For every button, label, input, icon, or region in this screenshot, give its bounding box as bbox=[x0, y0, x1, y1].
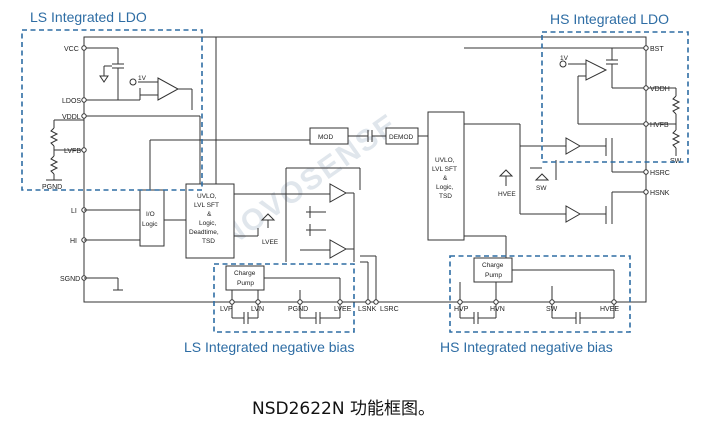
io-logic-block bbox=[139, 189, 165, 247]
ls-driver-circuit bbox=[234, 167, 377, 300]
pin-lsrc: LSRC bbox=[380, 306, 399, 313]
uvlo-right-label-5: TSD bbox=[439, 193, 452, 200]
uvlo-right-label-3: & bbox=[443, 175, 448, 182]
ls-ldo-title: LS Integrated LDO bbox=[30, 9, 147, 25]
pin-sw-right: SW bbox=[670, 158, 682, 165]
io-logic-label-1: I/O bbox=[146, 211, 155, 218]
pin-lvfb: LVFB bbox=[64, 148, 81, 155]
pin-hvp: HVP bbox=[454, 306, 469, 313]
sw-inner-label: SW bbox=[536, 185, 547, 192]
pin-sw-bottom: SW bbox=[546, 306, 558, 313]
pin-vddh: VDDH bbox=[650, 86, 670, 93]
charge-pump-right-label-1: Charge bbox=[482, 262, 504, 269]
pin-lvp: LVP bbox=[220, 306, 233, 313]
ls-ldo-circuit bbox=[46, 47, 200, 181]
ls-neg-bias-title: LS Integrated negative bias bbox=[184, 339, 354, 355]
bottom-wires bbox=[231, 269, 615, 324]
pin-lsnk: LSNK bbox=[358, 306, 377, 313]
uvlo-left-label-1: UVLO, bbox=[197, 193, 217, 200]
uvlo-left-label-4: Logic, bbox=[199, 220, 217, 227]
pin-bst: BST bbox=[650, 46, 664, 53]
hs-ldo-circuit bbox=[464, 47, 681, 168]
ls-neg-bias-region bbox=[213, 263, 355, 333]
pin-lvn: LVN bbox=[251, 306, 264, 313]
pin-pgnd-left: PGND bbox=[42, 184, 62, 191]
uvlo-left-label-2: LVL SFT bbox=[194, 202, 219, 209]
mod-block bbox=[309, 127, 349, 145]
pin-hsrc: HSRC bbox=[650, 170, 670, 177]
hs-ldo-region bbox=[541, 31, 689, 163]
hvee-inner-label: HVEE bbox=[498, 191, 516, 198]
hs-ldo-title: HS Integrated LDO bbox=[550, 11, 669, 27]
hs-neg-bias-region bbox=[449, 255, 631, 333]
demod-block bbox=[385, 127, 419, 145]
lvee-inner-label: LVEE bbox=[262, 239, 279, 246]
hs-neg-bias-title: HS Integrated negative bias bbox=[440, 339, 613, 355]
pin-hi: HI bbox=[70, 238, 77, 245]
ls-ldo-region bbox=[21, 29, 203, 191]
pin-vddl: VDDL bbox=[62, 114, 81, 121]
charge-pump-left-label-1: Charge bbox=[234, 270, 256, 277]
ref-voltage-right: 1V bbox=[560, 55, 569, 62]
pin-ldos: LDOS bbox=[62, 98, 81, 105]
pin-hvee: HVEE bbox=[600, 306, 619, 313]
uvlo-left-label-5: Deadtime, bbox=[189, 229, 219, 236]
charge-pump-right-label-2: Pump bbox=[485, 272, 502, 279]
pin-sgnd: SGND bbox=[60, 276, 80, 283]
uvlo-right-label-2: LVL SFT bbox=[432, 166, 457, 173]
right-pin-markers bbox=[643, 45, 649, 195]
pin-lvee: LVEE bbox=[334, 306, 352, 313]
uvlo-right-label-4: Logic, bbox=[436, 184, 454, 191]
pin-li: LI bbox=[71, 208, 77, 215]
uvlo-left-block bbox=[185, 183, 235, 259]
hs-driver-circuit bbox=[464, 137, 646, 260]
pin-vcc: VCC bbox=[64, 46, 79, 53]
pin-hsnk: HSNK bbox=[650, 190, 670, 197]
figure-caption: NSD2622N 功能框图。 bbox=[252, 399, 435, 419]
bottom-pin-markers bbox=[229, 299, 617, 305]
pin-hvn: HVN bbox=[490, 306, 505, 313]
pin-hvfb: HVFB bbox=[650, 122, 669, 129]
ref-voltage-left: 1V bbox=[138, 75, 147, 82]
demod-label: DEMOD bbox=[389, 134, 414, 141]
signal-wires bbox=[84, 37, 428, 291]
uvlo-left-label-3: & bbox=[207, 211, 212, 218]
uvlo-right-block bbox=[427, 111, 465, 241]
charge-pump-left-label-2: Pump bbox=[237, 280, 254, 287]
mod-label: MOD bbox=[318, 134, 333, 141]
uvlo-right-label-1: UVLO, bbox=[435, 157, 455, 164]
uvlo-left-label-6: TSD bbox=[202, 238, 215, 245]
io-logic-label-2: Logic bbox=[142, 221, 158, 228]
pin-pgnd-mid: PGND bbox=[288, 306, 308, 313]
